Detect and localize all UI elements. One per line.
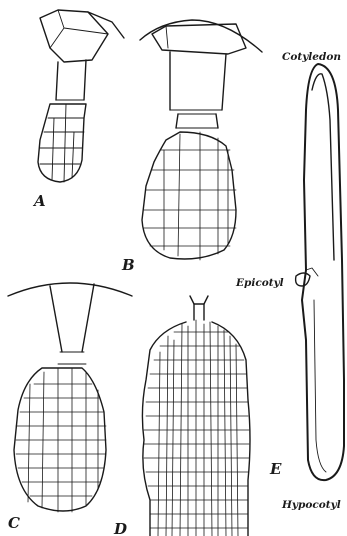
label-epicotyl: Epicotyl (235, 277, 284, 289)
panel-a-drawing (38, 10, 124, 182)
panel-d-drawing (142, 296, 250, 536)
panel-b-drawing (140, 20, 262, 260)
panel-e-drawing (296, 64, 344, 480)
panel-label-b: B (121, 256, 135, 274)
label-hypocotyl: Hypocotyl (281, 499, 341, 511)
panel-label-e: E (269, 460, 282, 478)
panel-label-c: C (8, 514, 20, 532)
panel-label-a: A (32, 192, 46, 210)
panel-label-d: D (113, 520, 127, 536)
label-cotyledon: Cotyledon (282, 51, 341, 63)
panel-c-drawing (8, 283, 132, 512)
